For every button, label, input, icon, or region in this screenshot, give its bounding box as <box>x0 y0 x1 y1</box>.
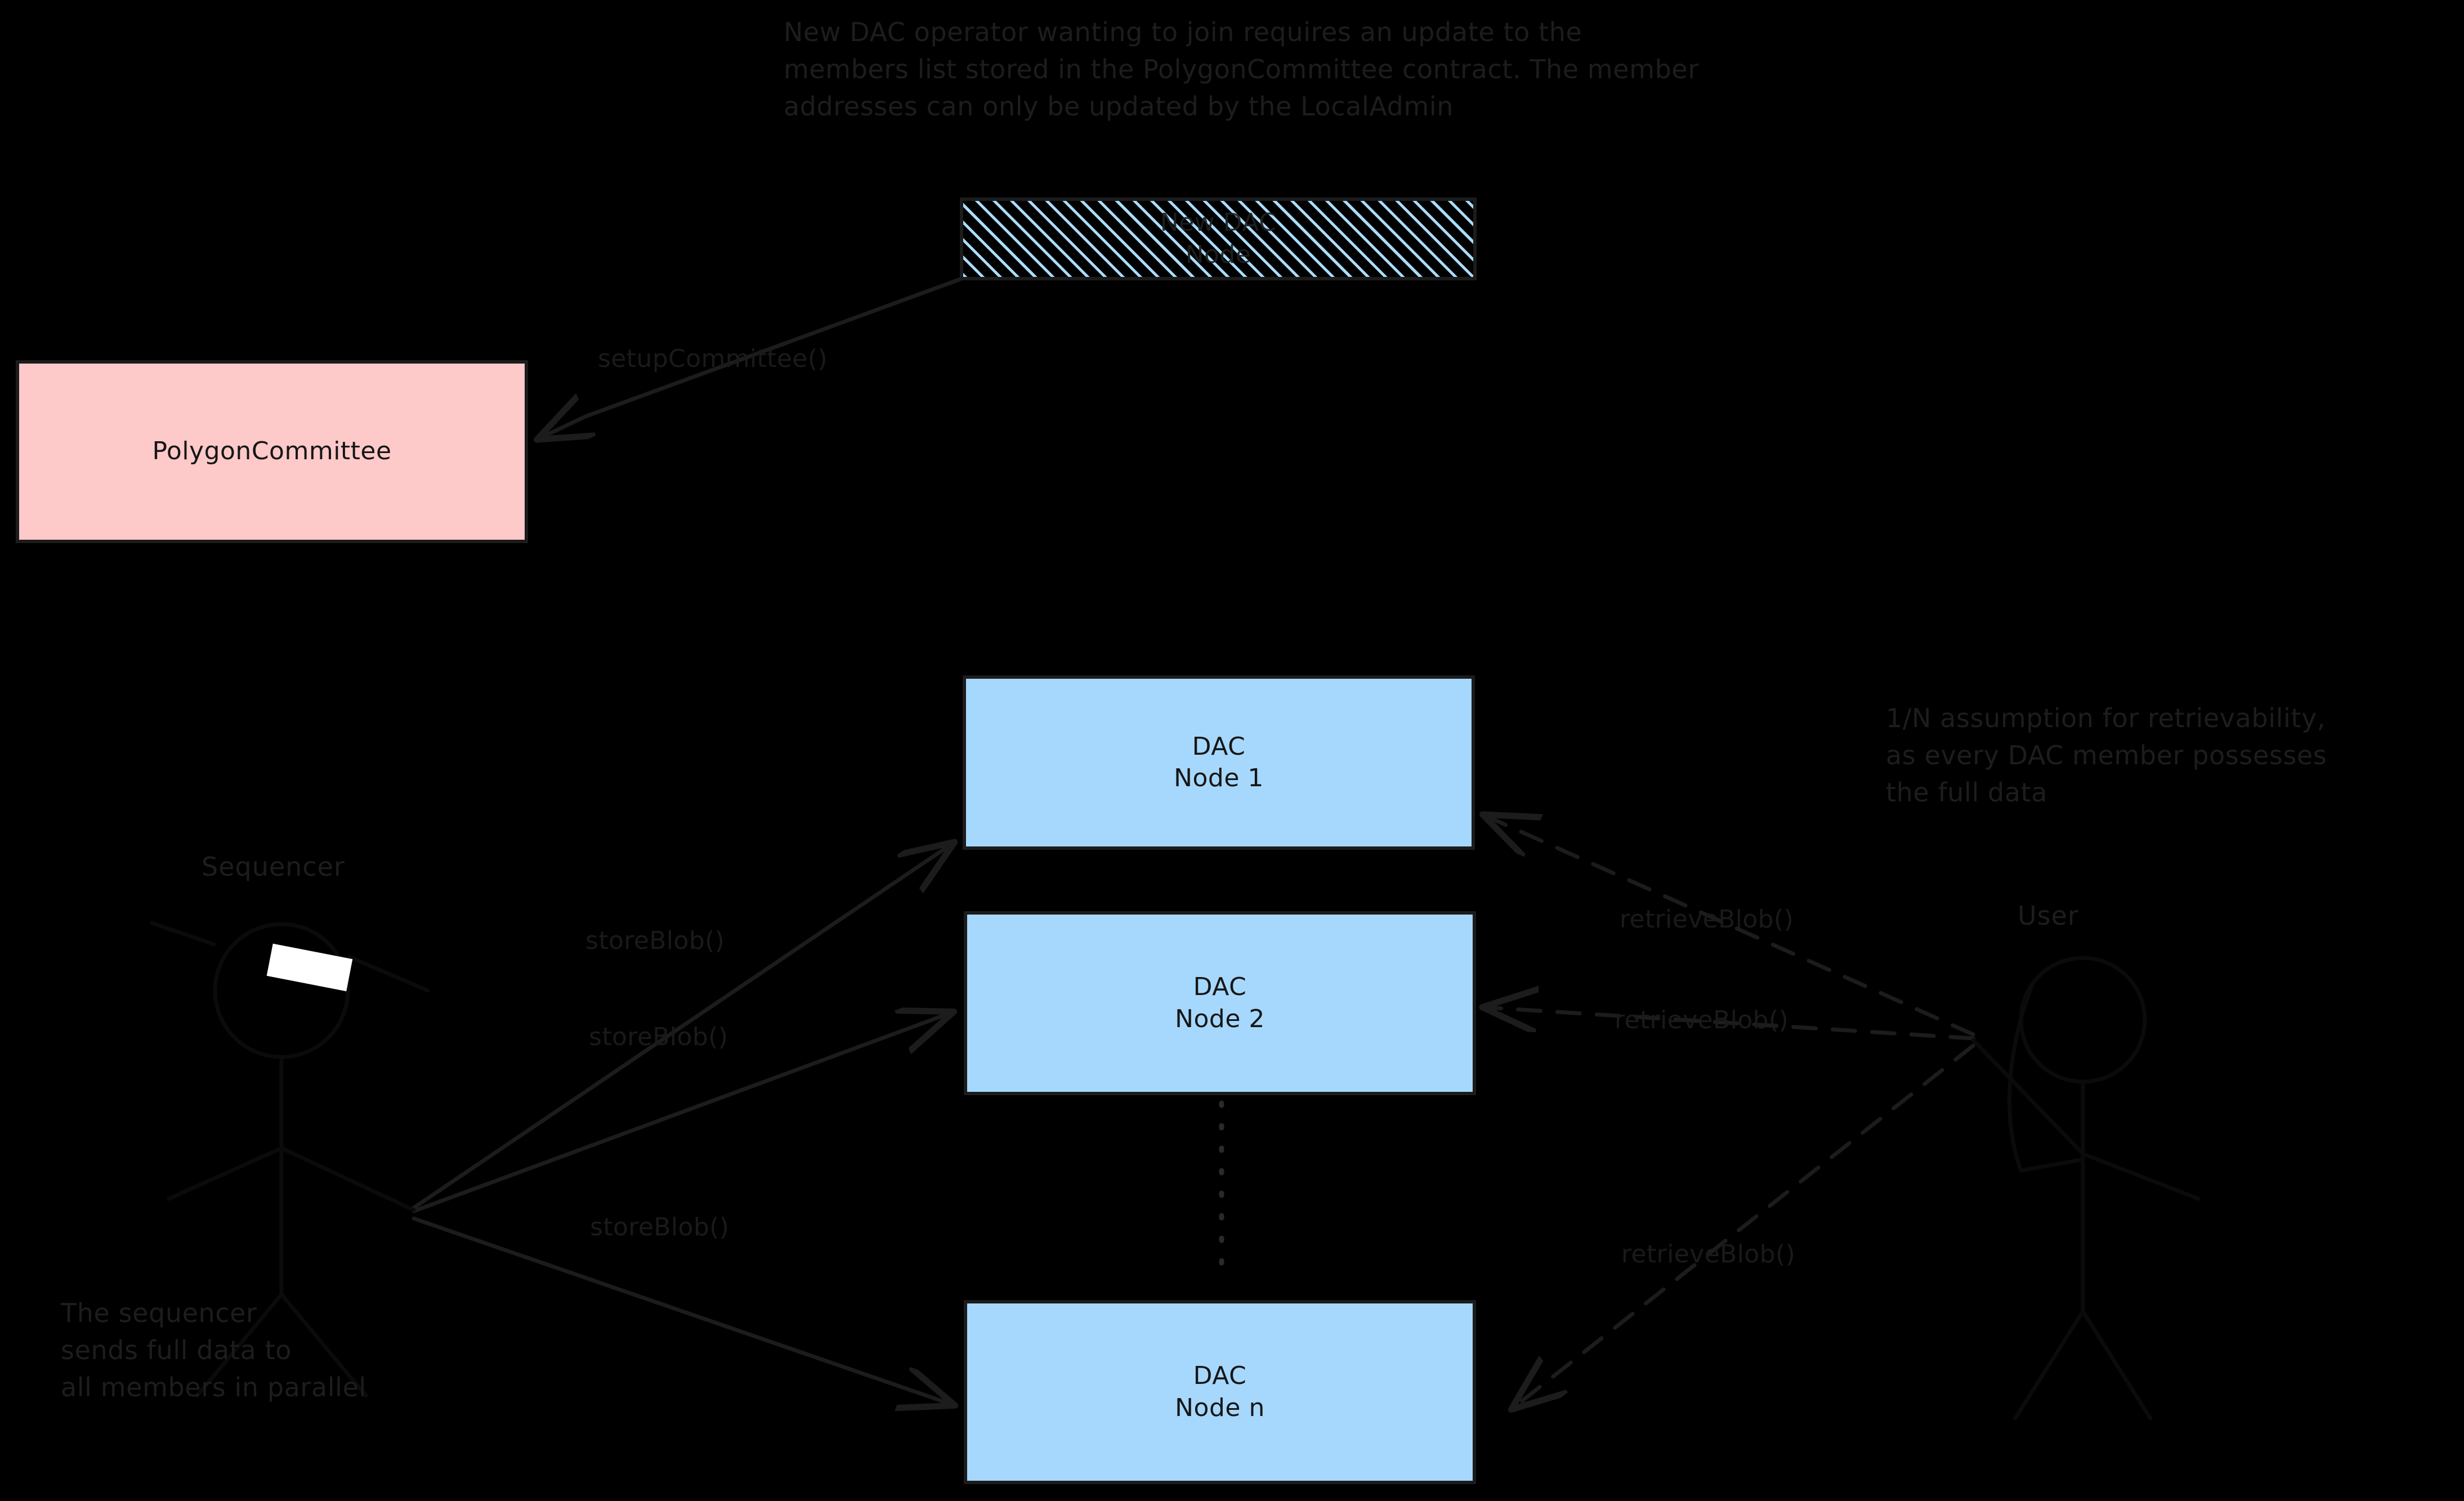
note-right: 1/N assumption for retrievability, as ev… <box>1886 703 2327 808</box>
note-top: New DAC operator wanting to join require… <box>784 17 1699 122</box>
box-dac-node-2[interactable]: DAC Node 2 <box>964 911 1476 1095</box>
user-figure-icon <box>1971 956 2201 1421</box>
edge-retrieve-blob-2 <box>1486 1007 1975 1041</box>
note-bottom-left: The sequencer sends full data to all mem… <box>61 1298 366 1403</box>
box-polygon-committee-label: PolygonCommittee <box>152 437 392 466</box>
box-new-dac-node[interactable]: New DAC Node <box>960 198 1477 280</box>
edge-label-retrieve-blob-1: retrieveBlob() <box>1620 905 1794 934</box>
box-dac-node-1[interactable]: DAC Node 1 <box>963 675 1475 850</box>
box-dac-node-n[interactable]: DAC Node n <box>964 1300 1476 1484</box>
edge-label-store-blob-1: storeBlob() <box>585 926 725 955</box>
actor-label-user: User <box>2018 900 2079 931</box>
box-dac-node-n-label: DAC Node n <box>1175 1361 1265 1422</box>
edge-label-retrieve-blob-n: retrieveBlob() <box>1621 1240 1796 1269</box>
box-dac-node-2-label: DAC Node 2 <box>1175 973 1265 1033</box>
edge-store-blob-2 <box>412 1013 950 1213</box>
edge-label-store-blob-n: storeBlob() <box>590 1213 730 1242</box>
edge-store-blob-1 <box>412 844 951 1210</box>
box-polygon-committee[interactable]: PolygonCommittee <box>16 360 528 543</box>
box-new-dac-node-label: New DAC Node <box>1160 208 1277 269</box>
edge-retrieve-blob-n <box>1514 1043 1975 1407</box>
edge-retrieve-blob-1 <box>1486 816 1975 1037</box>
edge-store-blob-n <box>412 1216 951 1404</box>
edge-label-setup-committee: setupCommittee() <box>598 344 828 373</box>
box-dac-node-1-label: DAC Node 1 <box>1174 732 1264 792</box>
edge-label-retrieve-blob-2: retrieveBlob() <box>1615 1006 1789 1034</box>
actor-label-sequencer: Sequencer <box>202 852 345 882</box>
edge-setup-committee <box>540 277 963 438</box>
sequencer-figure-icon <box>150 921 430 1398</box>
edge-label-store-blob-2: storeBlob() <box>589 1023 728 1051</box>
